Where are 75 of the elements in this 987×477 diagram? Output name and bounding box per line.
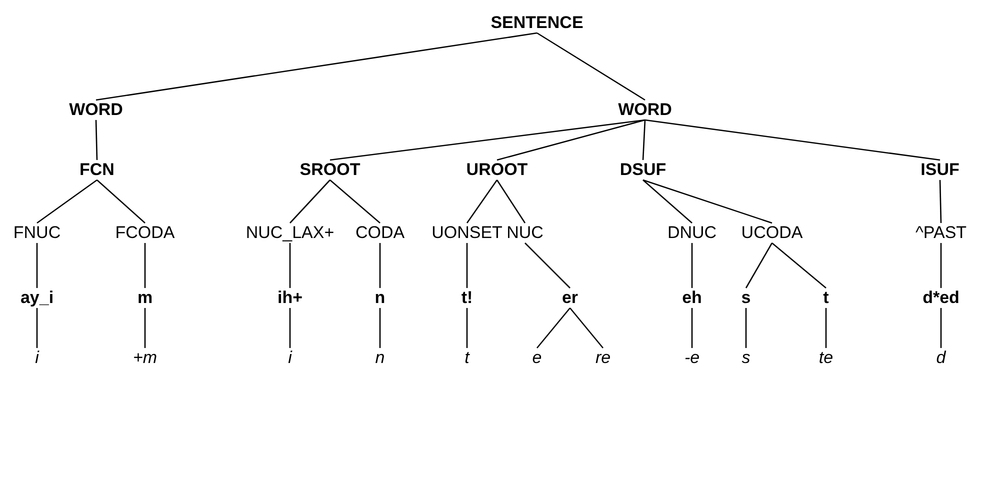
tree-branch — [96, 180, 146, 224]
tree-branch — [95, 120, 98, 160]
tree-branch — [940, 308, 942, 348]
letter-label: d — [936, 348, 946, 368]
tree-branch — [289, 243, 291, 288]
tree-branch — [642, 120, 646, 160]
letter-label: s — [742, 348, 750, 368]
category-label: m — [137, 288, 153, 308]
category-label: WORD — [618, 100, 672, 120]
category-label: d*ed — [922, 288, 960, 308]
tree-branch — [289, 308, 291, 348]
tree-branch — [290, 180, 330, 224]
tree-branch — [644, 119, 940, 161]
segment-label: UCODA — [741, 223, 803, 243]
tree-branch — [772, 242, 826, 288]
tree-branch — [36, 243, 38, 288]
tree-branch — [536, 32, 646, 101]
segment-label: ^PAST — [915, 223, 967, 243]
segment-label: FNUC — [13, 223, 61, 243]
category-label: UROOT — [466, 160, 528, 180]
tree-branch — [496, 180, 526, 224]
tree-branch — [691, 243, 693, 288]
category-label: ih+ — [277, 288, 303, 308]
tree-branch — [745, 242, 773, 288]
tree-branch — [524, 242, 570, 288]
tree-branch — [96, 32, 538, 101]
category-label: FCN — [80, 160, 114, 180]
tree-branch — [379, 243, 381, 288]
tree-branch — [466, 243, 468, 288]
tree-branch — [536, 308, 570, 348]
category-label: t! — [461, 288, 473, 308]
category-label: er — [562, 288, 578, 308]
tree-branch — [940, 243, 942, 288]
tree-branch — [36, 179, 98, 224]
tree-branch — [144, 308, 146, 348]
segment-label: NUC — [506, 223, 544, 243]
tree-branch — [745, 308, 747, 348]
tree-branch — [496, 119, 646, 161]
category-label: t — [823, 288, 829, 308]
tree-branch — [330, 119, 646, 161]
letter-label: te — [818, 348, 834, 368]
category-label: eh — [682, 288, 702, 308]
segment-label: UONSET — [432, 223, 502, 243]
category-label: DSUF — [620, 160, 666, 180]
letter-label: t — [464, 348, 470, 368]
tree-branch — [642, 179, 772, 224]
tree-branch — [466, 308, 468, 348]
letter-label: -e — [684, 348, 700, 368]
category-label: n — [374, 288, 386, 308]
tree-branch — [825, 308, 827, 348]
tree-branch — [36, 308, 38, 348]
category-label: SROOT — [300, 160, 360, 180]
tree-branch — [939, 180, 942, 224]
tree-branch — [379, 308, 381, 348]
category-label: WORD — [69, 100, 123, 120]
tree-branch — [570, 308, 604, 348]
letter-label: re — [595, 348, 611, 368]
tree-branch — [144, 243, 146, 288]
segment-label: FCODA — [115, 223, 175, 243]
category-label: ISUF — [920, 160, 960, 180]
segment-label: NUC_LAX+ — [246, 223, 334, 243]
letter-label: n — [375, 348, 385, 368]
letter-label: i — [288, 348, 292, 368]
category-label: SENTENCE — [490, 13, 584, 33]
tree-branch — [466, 180, 498, 224]
tree-branch — [330, 180, 380, 224]
letter-label: i — [35, 348, 39, 368]
segment-label: DNUC — [667, 223, 717, 243]
category-label: s — [741, 288, 751, 308]
letter-label: e — [532, 348, 542, 368]
segment-label: CODA — [355, 223, 405, 243]
tree-branch — [691, 308, 693, 348]
category-label: ay_i — [20, 288, 54, 308]
letter-label: +m — [132, 348, 158, 368]
tree-branch — [642, 180, 692, 224]
